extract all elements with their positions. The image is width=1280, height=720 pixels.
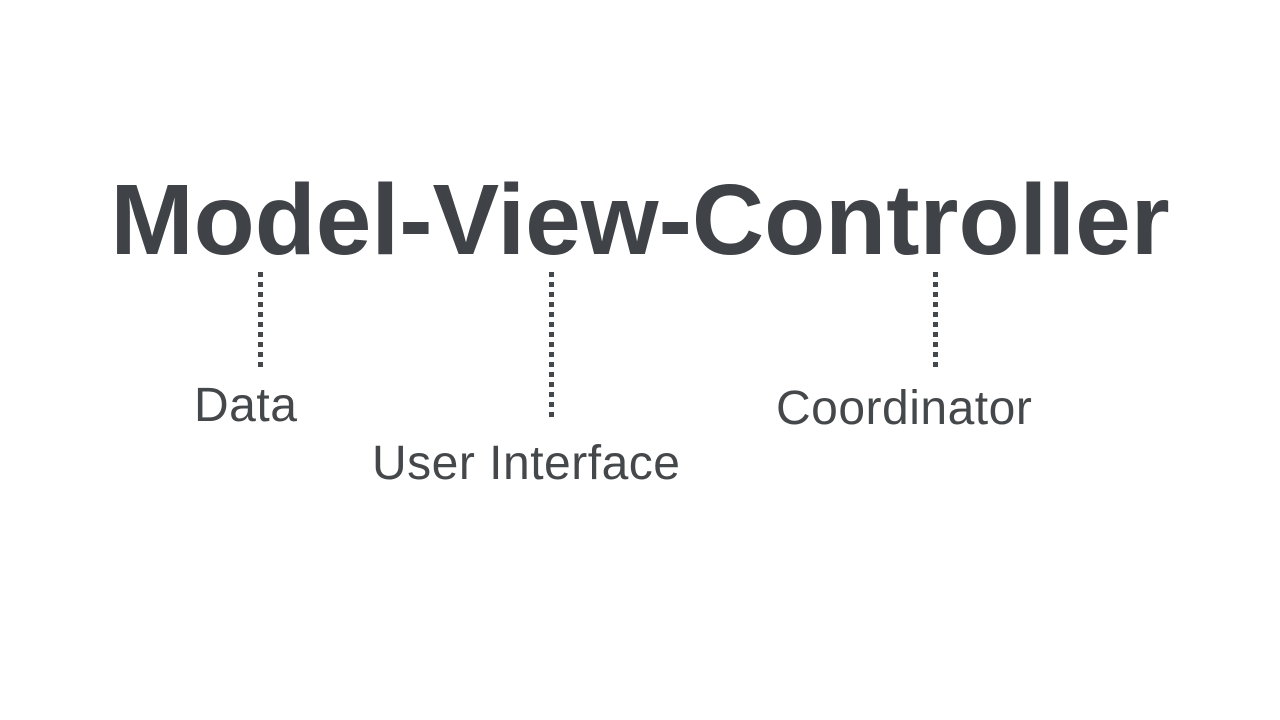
annotation-label-model: Data bbox=[194, 379, 298, 432]
dotted-connector-view bbox=[549, 272, 554, 418]
dotted-connector-controller bbox=[933, 272, 938, 370]
dotted-connector-model bbox=[258, 272, 263, 370]
slide-title: Model-View-Controller bbox=[110, 164, 1170, 276]
annotation-label-controller: Coordinator bbox=[776, 382, 1033, 435]
annotation-label-view: User Interface bbox=[372, 437, 681, 490]
